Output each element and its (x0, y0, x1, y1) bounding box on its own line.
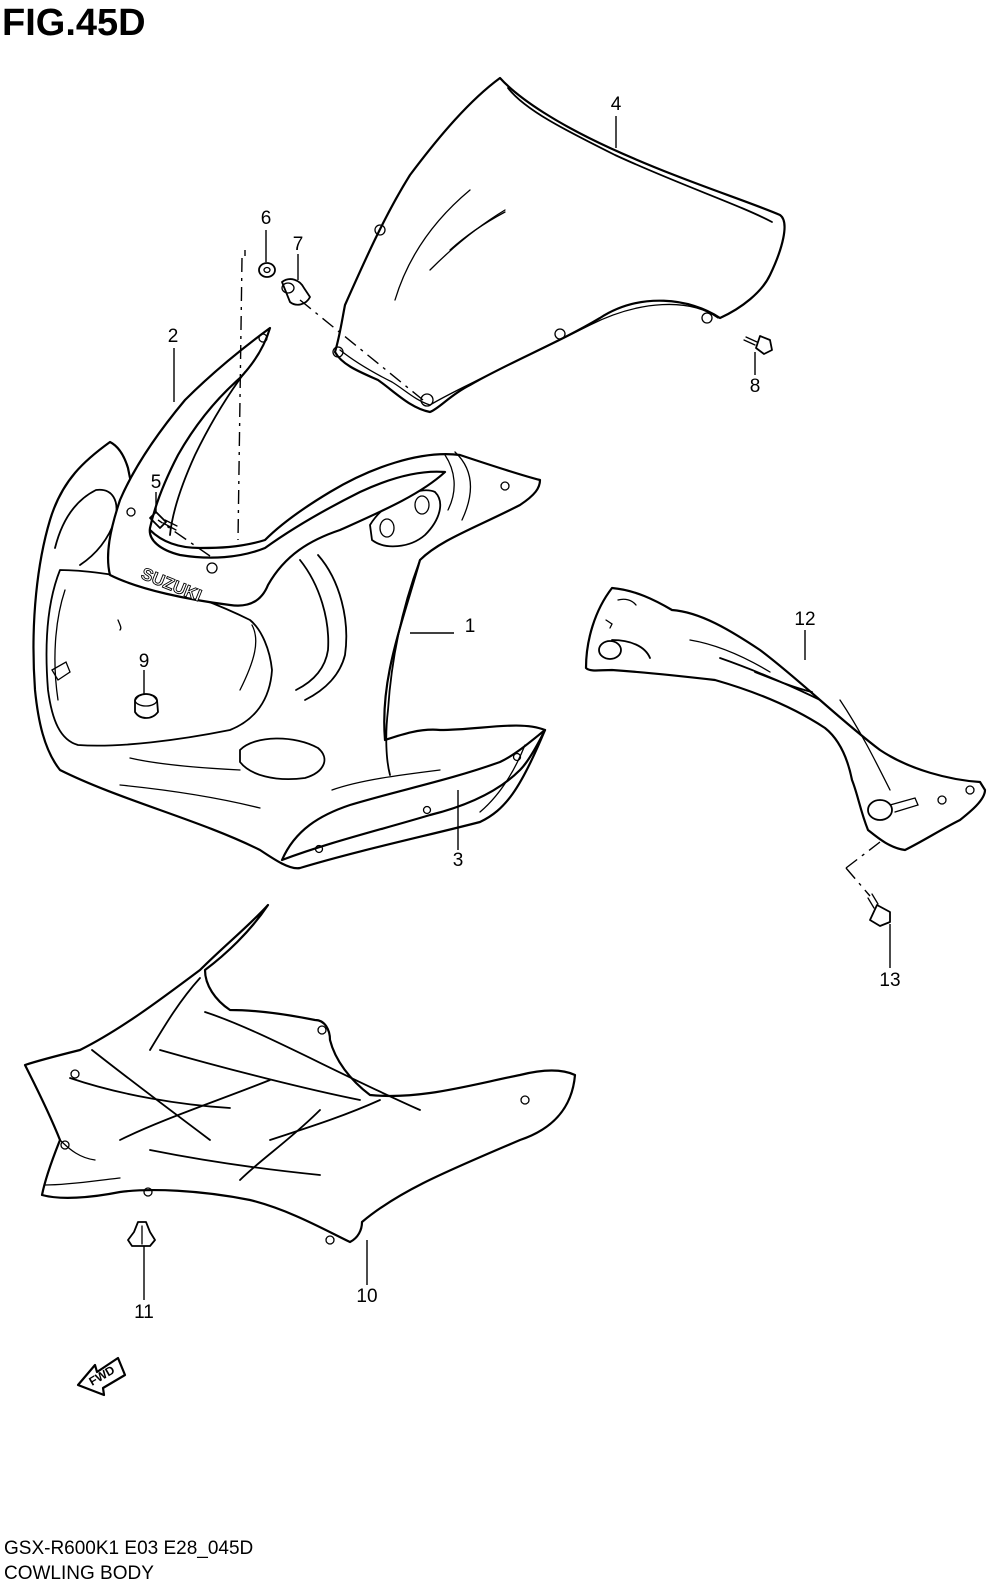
callout-5: 5 (151, 472, 162, 493)
figure-name: COWLING BODY (4, 1563, 154, 1584)
inner-panel-part-12 (584, 586, 987, 852)
callout-7: 7 (293, 234, 304, 255)
washer-part-6 (258, 262, 276, 278)
callout-12: 12 (794, 609, 815, 630)
grommet-part-9 (134, 693, 159, 719)
callout-2: 2 (168, 326, 179, 347)
forward-arrow: FWD (76, 1356, 127, 1397)
screw-part-13 (867, 893, 891, 927)
callout-1: 1 (465, 616, 476, 637)
callout-10: 10 (356, 1286, 377, 1307)
screw-part-5 (149, 511, 178, 531)
callout-3: 3 (453, 850, 464, 871)
callout-11: 11 (134, 1302, 154, 1323)
upper-cowling-part-1 (32, 440, 547, 870)
figure-title: FIG.45D (2, 2, 146, 44)
callout-13: 13 (879, 970, 900, 991)
callout-9: 9 (139, 651, 150, 672)
bolt-part-8 (743, 335, 773, 355)
front-trim-part-2: SUZUKI (106, 326, 447, 607)
callout-8: 8 (750, 376, 761, 397)
assembly-lines (157, 250, 881, 897)
callout-4: 4 (611, 94, 622, 115)
side-strip-part-3 (280, 728, 547, 862)
figure-code: GSX-R600K1 E03 E28_045D (4, 1538, 254, 1559)
leader-lines (143, 116, 891, 1300)
windscreen-part-4 (332, 76, 786, 414)
clip-part-11 (127, 1221, 156, 1247)
callout-labels: 1 2 3 4 5 6 7 8 9 10 11 12 13 (134, 94, 900, 1323)
under-cowling-part-10 (23, 903, 577, 1245)
collar-part-7 (281, 278, 311, 306)
callout-6: 6 (261, 208, 272, 229)
